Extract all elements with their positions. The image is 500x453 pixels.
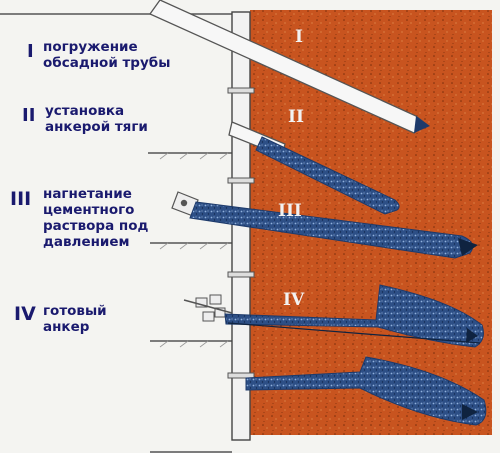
grout-injection-stage-3 [171,191,478,259]
stage-numeral-3: III [10,188,31,210]
ground-levels [0,13,232,453]
soil-numeral-1: I [295,27,303,47]
anchor-rod-stage-2 [228,121,400,215]
stage-4-line-2: анкер [43,319,90,335]
stage-label-4: IV готовый анкер [14,303,107,335]
stage-label-3: III нагнетание цементного раствора под д… [10,186,148,250]
finished-anchor-stage-4 [183,284,484,348]
stage-label-2: II установка анкерой тяги [22,103,148,135]
stage-2-line-1: установка [45,103,124,119]
stage-1-line-2: обсадной трубы [43,55,170,71]
stage-3-line-2: цементного [43,202,134,218]
stage-3-line-1: нагнетание [43,186,132,202]
finished-anchor-lower [245,356,487,426]
stage-label-1: I погружение обсадной трубы [27,39,170,71]
stage-1-line-1: погружение [43,39,138,55]
stage-numeral-2: II [22,105,35,126]
soil-numeral-2: II [288,107,304,127]
casing-pipe-stage-1 [149,0,430,134]
ground-hatching [159,152,229,348]
stage-4-line-1: готовый [43,303,107,319]
stage-3-line-3: раствора под [43,218,148,234]
stage-numeral-4: IV [14,303,36,325]
soil-numeral-3: III [278,201,302,221]
soil-numeral-4: IV [283,290,305,310]
stage-3-line-4: давлением [43,234,130,250]
stage-numeral-1: I [27,41,34,62]
wall-waling-plates [227,87,255,379]
stage-2-line-2: анкерой тяги [45,119,148,135]
